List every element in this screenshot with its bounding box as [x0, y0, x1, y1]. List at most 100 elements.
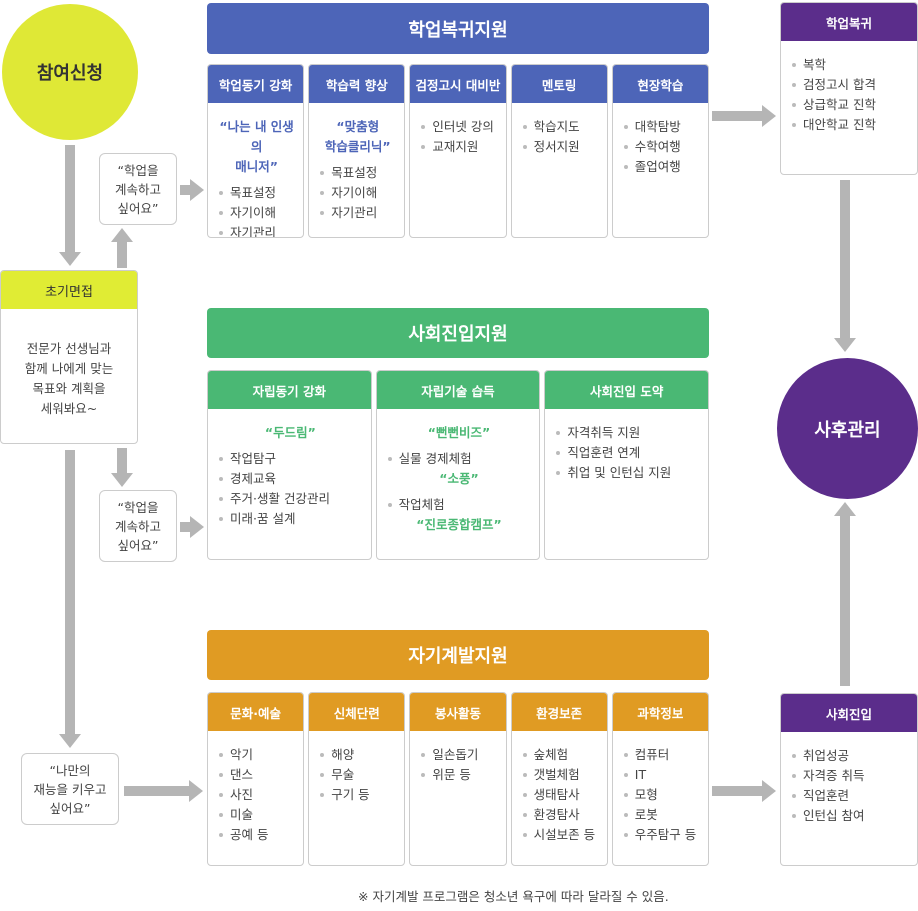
- list-item: 학습지도: [522, 117, 599, 137]
- arrow-right-to-social: [180, 516, 204, 538]
- list-item: 자격증 취득: [791, 766, 909, 786]
- list-item: 자기이해: [218, 203, 295, 223]
- self-development-banner: 자기계발지원: [207, 630, 709, 680]
- list-item: 대안학교 진학: [791, 115, 909, 135]
- card-quote: “소풍”: [439, 471, 479, 486]
- list-item: 미래·꿈 설계: [218, 509, 363, 529]
- list-item: 대학탐방: [623, 117, 700, 137]
- list-item: 작업탐구: [218, 449, 363, 469]
- card-body: “뻔뻔비즈”실물 경제체험“소풍”작업체험“진로종합캠프”: [377, 409, 540, 549]
- card-title: 자립동기 강화: [208, 371, 371, 409]
- list-item: 무술: [319, 765, 396, 785]
- list-item: 구기 등: [319, 785, 396, 805]
- arrow-right-to-academic: [180, 179, 204, 201]
- list-item: 자기관리: [319, 203, 396, 223]
- end-circle: 사후관리: [777, 358, 918, 499]
- card-title: 사회진입 도약: [545, 371, 708, 409]
- speech-bubble-academic-1: “학업을 계속하고 싶어요”: [99, 153, 177, 225]
- card-title: 검정고시 대비반: [410, 65, 506, 103]
- card-title: 사회진입: [781, 694, 917, 732]
- arrow-right-to-social-entry: [712, 780, 776, 802]
- list-item: 공예 등: [218, 825, 295, 845]
- card-title: 봉사활동: [410, 693, 506, 731]
- list-item: 졸업여행: [623, 157, 700, 177]
- list-item: 교재지원: [420, 137, 497, 157]
- list-item: 숲체험: [522, 745, 599, 765]
- list-item: 정서지원: [522, 137, 599, 157]
- card-title: 문화·예술: [208, 693, 304, 731]
- list-item: IT: [623, 765, 700, 785]
- card-title: 신체단련: [309, 693, 405, 731]
- list-item: 로봇: [623, 805, 700, 825]
- list-item: 작업체험: [387, 495, 532, 515]
- card-title: 멘토링: [511, 65, 607, 103]
- list-item: 취업 및 인턴십 지원: [555, 463, 700, 483]
- card-title: 학습력 향상: [309, 65, 405, 103]
- card-quote: “진로종합캠프”: [416, 517, 502, 532]
- list-item: 댄스: [218, 765, 295, 785]
- list-item: 목표설정: [319, 163, 396, 183]
- arrow-up-to-bubble: [111, 228, 133, 268]
- list-item: 수학여행: [623, 137, 700, 157]
- card-quote: “맞춤형 학습클리닉”: [324, 119, 391, 154]
- list-item: 인터넷 강의: [420, 117, 497, 137]
- arrow-down-to-bubble: [111, 448, 133, 487]
- list-item: 컴퓨터: [623, 745, 700, 765]
- academic-return-banner: 학업복귀지원: [207, 3, 709, 54]
- list-item: 자격취득 지원: [555, 423, 700, 443]
- list-item: 상급학교 진학: [791, 95, 909, 115]
- list-item: 목표설정: [218, 183, 295, 203]
- list-item: 해양: [319, 745, 396, 765]
- start-circle: 참여신청: [2, 4, 138, 140]
- list-item: 갯벌체험: [522, 765, 599, 785]
- list-item: 사진: [218, 785, 295, 805]
- list-item: 생태탐사: [522, 785, 599, 805]
- speech-bubble-academic-2: “학업을 계속하고 싶어요”: [99, 490, 177, 562]
- list-item: 직업훈련 연계: [555, 443, 700, 463]
- list-item: 실물 경제체험: [387, 449, 532, 469]
- list-item: 주거·생활 건강관리: [218, 489, 363, 509]
- intro-interview-box: 초기면접 전문가 선생님과 함께 나에게 맞는 목표와 계획을 세워봐요~: [0, 270, 138, 444]
- arrow-right-to-academic-return: [712, 105, 776, 127]
- intro-text: 전문가 선생님과 함께 나에게 맞는 목표와 계획을 세워봐요~: [24, 341, 114, 416]
- footnote: ※ 자기계발 프로그램은 청소년 욕구에 따라 달라질 수 있음.: [358, 889, 669, 904]
- list-item: 검정고시 합격: [791, 75, 909, 95]
- list-item: 악기: [218, 745, 295, 765]
- list-item: 자기관리: [218, 223, 295, 237]
- list-item: 직업훈련: [791, 786, 909, 806]
- card-title: 환경보존: [511, 693, 607, 731]
- arrow-down-to-aftercare: [834, 180, 856, 352]
- list-item: 취업성공: [791, 746, 909, 766]
- list-item: 인턴십 참여: [791, 806, 909, 826]
- list-item: 환경탐사: [522, 805, 599, 825]
- list-item: 자기이해: [319, 183, 396, 203]
- list-item: 모형: [623, 785, 700, 805]
- intro-title: 초기면접: [1, 271, 137, 309]
- arrow-right-to-selfdev: [124, 780, 203, 802]
- list-item: 미술: [218, 805, 295, 825]
